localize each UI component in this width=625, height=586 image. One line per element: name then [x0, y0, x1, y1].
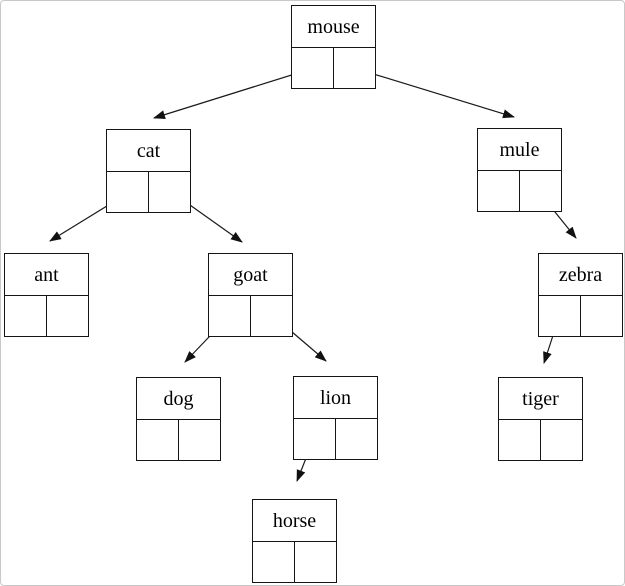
pointer-cells: [209, 296, 292, 336]
right-pointer-cell: [540, 420, 582, 460]
node-ant: ant: [4, 253, 89, 337]
pointer-cells: [5, 296, 88, 336]
node-zebra: zebra: [538, 253, 623, 337]
left-pointer-cell: [539, 296, 580, 336]
node-label: ant: [5, 254, 88, 296]
left-pointer-cell: [209, 296, 250, 336]
pointer-cells: [499, 420, 582, 460]
right-pointer-cell: [46, 296, 88, 336]
right-pointer-cell: [178, 420, 220, 460]
pointer-cells: [294, 419, 377, 459]
node-label: goat: [209, 254, 292, 296]
pointer-cells: [137, 420, 220, 460]
pointer-cells: [107, 172, 190, 212]
edge-mouse-left-cat: [153, 67, 315, 120]
node-label: zebra: [539, 254, 622, 296]
left-pointer-cell: [294, 419, 335, 459]
right-pointer-cell: [335, 419, 377, 459]
left-pointer-cell: [5, 296, 46, 336]
right-pointer-cell: [148, 172, 190, 212]
node-mouse: mouse: [291, 5, 376, 89]
pointer-cells: [539, 296, 622, 336]
right-pointer-cell: [250, 296, 292, 336]
node-dog: dog: [136, 377, 221, 461]
left-pointer-cell: [253, 542, 294, 582]
left-pointer-cell: [137, 420, 178, 460]
node-tiger: tiger: [498, 377, 583, 461]
edge-mouse-right-mule: [353, 67, 515, 119]
left-pointer-cell: [478, 171, 519, 211]
node-label: mule: [478, 129, 561, 171]
node-label: lion: [294, 377, 377, 419]
node-label: dog: [137, 378, 220, 420]
pointer-cells: [253, 542, 336, 582]
node-goat: goat: [208, 253, 293, 337]
right-pointer-cell: [519, 171, 561, 211]
left-pointer-cell: [107, 172, 148, 212]
node-horse: horse: [252, 499, 337, 583]
node-mule: mule: [477, 128, 562, 212]
node-label: horse: [253, 500, 336, 542]
node-cat: cat: [106, 129, 191, 213]
node-label: mouse: [292, 6, 375, 48]
right-pointer-cell: [580, 296, 622, 336]
pointer-cells: [478, 171, 561, 211]
node-label: cat: [107, 130, 190, 172]
node-label: tiger: [499, 378, 582, 420]
node-lion: lion: [293, 376, 378, 460]
left-pointer-cell: [292, 48, 333, 88]
pointer-cells: [292, 48, 375, 88]
right-pointer-cell: [333, 48, 375, 88]
right-pointer-cell: [294, 542, 336, 582]
left-pointer-cell: [499, 420, 540, 460]
